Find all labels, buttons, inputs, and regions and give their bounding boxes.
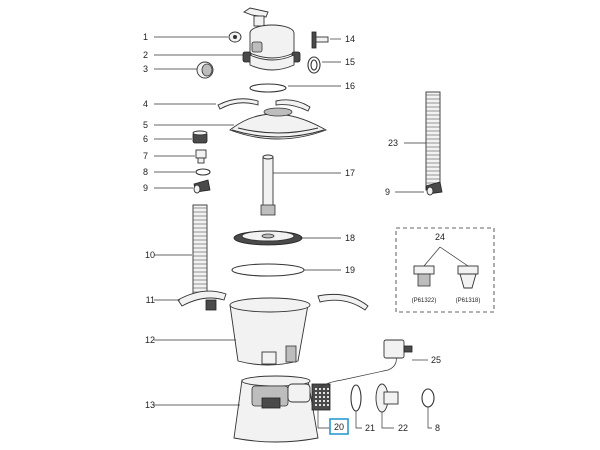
- callout-10: 10: [145, 250, 155, 260]
- callout-17: 17: [345, 168, 355, 178]
- callout-19: 19: [345, 265, 355, 275]
- callout-25: 25: [431, 355, 441, 365]
- strainer-mesh-cell: [327, 400, 329, 402]
- callout-6: 6: [143, 134, 148, 144]
- strainer-mesh-cell: [323, 392, 325, 394]
- variant-label-left: (P61322): [412, 298, 437, 304]
- tank-part-12: [229, 297, 311, 366]
- gasket-part-15: [307, 56, 321, 74]
- strainer-mesh-cell: [323, 396, 325, 398]
- callout-20: 20: [334, 422, 344, 432]
- inset-box-part-24: [395, 227, 495, 313]
- fitting-part-6: [192, 130, 208, 144]
- tank-clamp-part-11: [177, 290, 369, 311]
- strainer-mesh-cell: [327, 388, 329, 390]
- callout-3: 3: [143, 64, 148, 74]
- center-pipe-part-17: [260, 154, 276, 216]
- strainer-mesh-cell: [319, 400, 321, 402]
- callout-18: 18: [345, 233, 355, 243]
- laterals-part-18: [233, 230, 303, 246]
- clamp-part-4: [217, 98, 311, 112]
- strainer-mesh-cell: [323, 404, 325, 406]
- hose-part-10: [192, 204, 208, 296]
- callout-4: 4: [143, 99, 148, 109]
- callout-13: 13: [145, 400, 155, 410]
- callout-8-right: 8: [435, 423, 440, 433]
- strainer-mesh-cell: [323, 400, 325, 402]
- strainer-mesh-cell: [315, 400, 317, 402]
- callout-12: 12: [145, 335, 155, 345]
- o-ring-part-8-right: [421, 388, 435, 408]
- o-ring-part-8: [195, 168, 211, 176]
- strainer-mesh-cell: [315, 388, 317, 390]
- drain-plug-part-14: [311, 31, 329, 49]
- strainer-part-20: [311, 383, 331, 411]
- callout-20-highlight-box: [329, 418, 349, 435]
- callout-7: 7: [143, 151, 148, 161]
- callout-22: 22: [398, 423, 408, 433]
- hose-part-23: [425, 91, 441, 191]
- multiport-valve-part-2: [242, 24, 301, 71]
- strainer-mesh-cell: [319, 388, 321, 390]
- callout-5: 5: [143, 120, 148, 130]
- connector-part-9-right: [425, 181, 443, 196]
- strainer-mesh-cell: [323, 388, 325, 390]
- callout-23: 23: [388, 138, 398, 148]
- power-cord-part-25: [317, 339, 413, 389]
- strainer-mesh-cell: [327, 392, 329, 394]
- strainer-mesh-cell: [315, 404, 317, 406]
- tank-lid-part-5: [229, 107, 328, 140]
- leader-lines: [154, 36, 432, 429]
- callout-9: 9: [143, 183, 148, 193]
- callout-8: 8: [143, 167, 148, 177]
- strainer-mesh-cell: [315, 396, 317, 398]
- pump-base-part-13: [233, 375, 319, 443]
- callout-16: 16: [345, 81, 355, 91]
- adapter-part-22: [375, 383, 399, 413]
- valve-handle: [243, 7, 269, 27]
- strainer-mesh-cell: [327, 396, 329, 398]
- callout-24: 24: [435, 232, 445, 242]
- connector-part-9: [193, 179, 211, 194]
- tank-o-ring-part-19: [231, 263, 305, 277]
- strainer-mesh-cell: [315, 392, 317, 394]
- strainer-mesh-cell: [319, 396, 321, 398]
- callout-2: 2: [143, 50, 148, 60]
- callout-11: 11: [146, 295, 155, 305]
- cap-part-3: [196, 61, 214, 79]
- callout-14: 14: [345, 34, 355, 44]
- fitting-part-7: [195, 149, 207, 164]
- callout-1: 1: [143, 32, 148, 42]
- strainer-mesh-cell: [319, 392, 321, 394]
- callout-21: 21: [365, 423, 375, 433]
- o-ring-part-21: [350, 384, 362, 412]
- strainer-mesh-cell: [327, 404, 329, 406]
- callout-15: 15: [345, 57, 355, 67]
- o-ring-part-16: [249, 83, 287, 93]
- valve-cap-part-1: [228, 31, 242, 43]
- strainer-mesh-cell: [319, 404, 321, 406]
- variant-label-right: (P61318): [456, 298, 481, 304]
- callout-9-right: 9: [385, 187, 390, 197]
